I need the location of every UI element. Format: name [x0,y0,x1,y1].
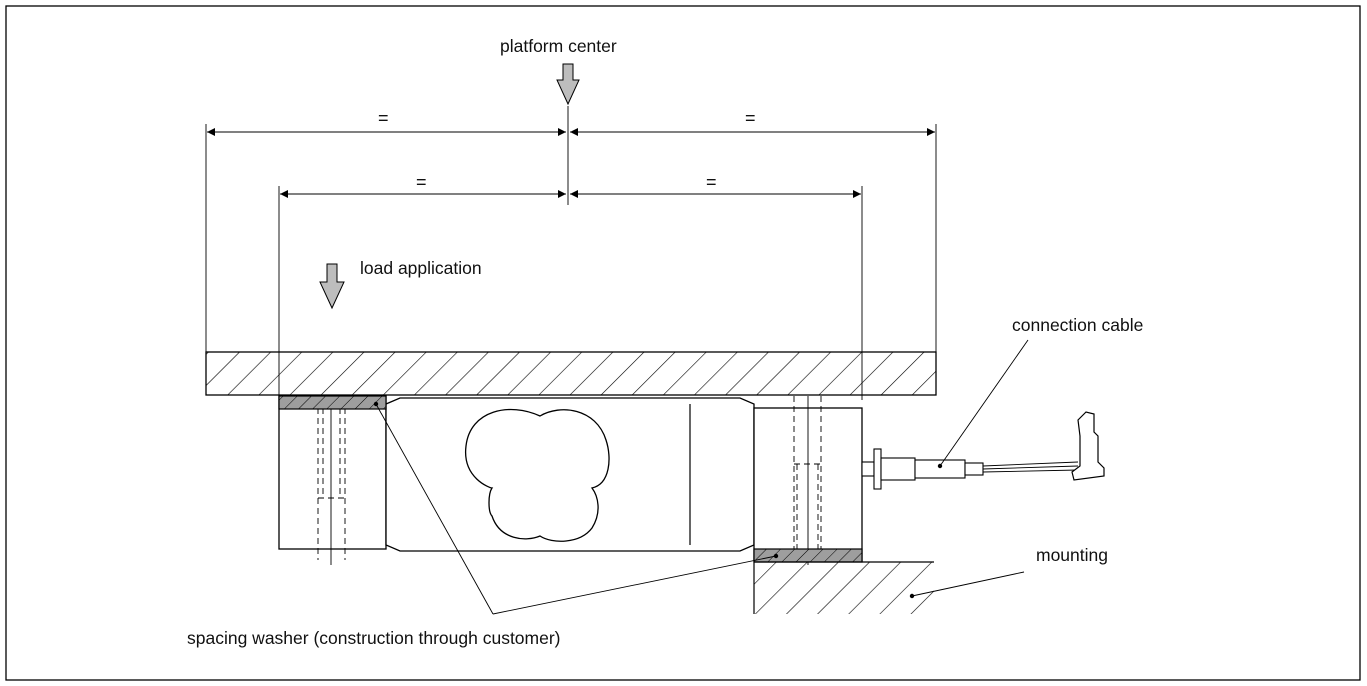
connection-cable-label: connection cable [1012,315,1143,335]
spacing-washer-label: spacing washer (construction through cus… [187,628,561,648]
cable-connector [861,448,984,490]
platform [205,351,937,396]
lower-right-equal-mark: = [706,172,717,192]
load-application-label: load application [360,258,482,278]
spacing-washer-leaders [373,401,779,615]
load-application-arrow [319,263,345,310]
cable-wires [982,461,1079,473]
cable-plug [1071,411,1105,481]
top-spacing-washer [278,395,387,410]
upper-right-equal-mark: = [745,108,756,128]
mounting-label: mounting [1036,545,1108,565]
platform-center-label: platform center [500,36,617,56]
upper-left-equal-mark: = [378,108,389,128]
left-bolt-hole [317,398,346,565]
mounting-base [753,561,934,614]
diagram-frame [5,5,1361,681]
connection-cable-leader [939,339,1029,467]
upper-dimension [205,124,937,395]
binocular-hole [465,408,610,542]
load-cell-body [278,395,863,562]
lower-left-equal-mark: = [416,172,427,192]
platform-center-arrow [556,63,580,106]
right-bolt-hole [793,396,822,565]
bottom-spacing-washer [753,548,863,563]
mounting-leader [911,571,1025,597]
